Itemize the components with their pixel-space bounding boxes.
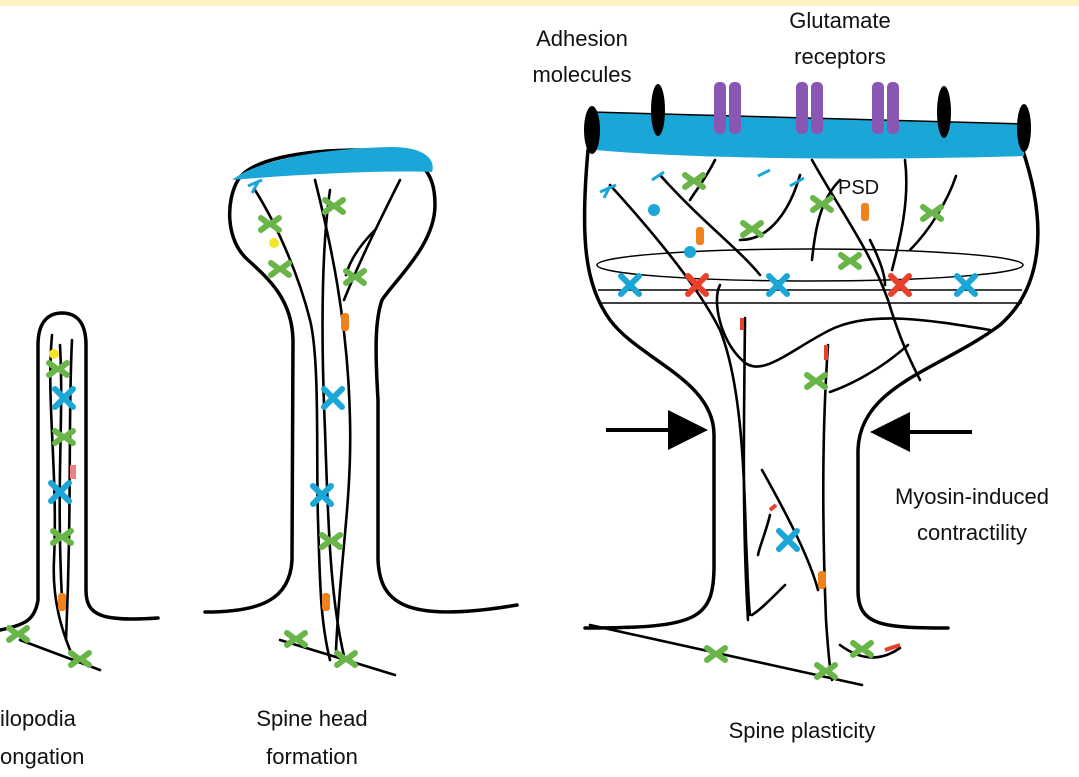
- actin-green-mark: [271, 263, 289, 275]
- neck-filament: [752, 585, 785, 615]
- neck-filament: [758, 515, 770, 555]
- profilin-orange-mark: [341, 313, 349, 331]
- crosslinker-red-mark: [891, 276, 909, 294]
- left-arrow-head: [668, 410, 708, 450]
- receptor-label-line2: receptors: [794, 44, 886, 69]
- tip-pink-mark: [70, 465, 76, 479]
- filopodia-filament-3: [60, 345, 62, 600]
- spine-head-outline: [205, 150, 517, 612]
- actin-green-mark: [743, 223, 761, 235]
- actin-green-mark: [685, 175, 703, 187]
- branched-filament: [717, 285, 990, 367]
- actin-green-mark: [261, 218, 279, 230]
- myosin-label-line2: contractility: [917, 520, 1027, 545]
- plasticity-label: Spine plasticity: [729, 718, 876, 743]
- central-filament: [823, 345, 832, 680]
- cofilin-blue-mark: [621, 276, 639, 294]
- filopodia-label-line2: ongation: [0, 744, 84, 769]
- actin-green-mark: [817, 665, 835, 677]
- top-border-strip: [0, 0, 1079, 6]
- adhesion-label-line1: Adhesion: [536, 26, 628, 51]
- cofilin-blue-mark: [779, 531, 797, 549]
- filopodia-filament-2: [66, 340, 72, 640]
- myosin-label-line1: Myosin-induced: [895, 484, 1049, 509]
- profilin-orange-mark: [861, 203, 869, 221]
- actin-green-mark: [841, 255, 859, 267]
- actin-green-mark: [9, 628, 27, 640]
- cofilin-blue-dot: [684, 246, 696, 258]
- spine-head-panel: [205, 147, 517, 675]
- psd-label: PSD: [838, 177, 879, 199]
- adhesion-molecule: [1017, 104, 1031, 152]
- yellow-dot: [269, 238, 279, 248]
- spine-head-label-line1: Spine head: [256, 706, 367, 731]
- neck-filament: [830, 345, 908, 392]
- adhesion-label-line2: molecules: [532, 62, 631, 87]
- cofilin-blue-mark: [324, 389, 342, 407]
- branched-filament: [892, 160, 906, 270]
- cofilin-blue-dot: [648, 204, 660, 216]
- actin-green-mark: [853, 643, 871, 655]
- spine-head-filament-5: [346, 230, 375, 275]
- profilin-orange-mark: [322, 593, 330, 611]
- adhesion-molecule: [937, 86, 951, 138]
- profilin-orange-mark: [818, 571, 826, 589]
- filopodia-outline: [0, 313, 158, 630]
- plasticity-outline: [584, 148, 1037, 628]
- profilin-orange-mark: [696, 227, 704, 245]
- filopodia-panel: [0, 313, 158, 670]
- spine-head-label-line2: formation: [266, 744, 358, 769]
- receptor-label-line1: Glutamate: [789, 8, 891, 33]
- adhesion-molecule: [584, 106, 600, 154]
- branched-filament: [812, 180, 840, 260]
- right-arrow-head: [870, 412, 910, 452]
- actin-green-mark: [807, 375, 825, 387]
- filopodia-label-line1: ilopodia: [0, 706, 77, 731]
- cofilin-blue-mark: [957, 276, 975, 294]
- cofilin-blue-mark: [769, 276, 787, 294]
- profilin-orange-mark: [58, 593, 66, 611]
- yellow-dot: [49, 349, 59, 359]
- actin-green-mark: [287, 633, 305, 645]
- adhesion-molecule: [651, 84, 665, 136]
- neck-filament: [762, 470, 818, 590]
- actin-green-mark: [49, 363, 67, 375]
- spine-head-filament-4: [344, 180, 400, 300]
- plasticity-panel: [584, 82, 1038, 685]
